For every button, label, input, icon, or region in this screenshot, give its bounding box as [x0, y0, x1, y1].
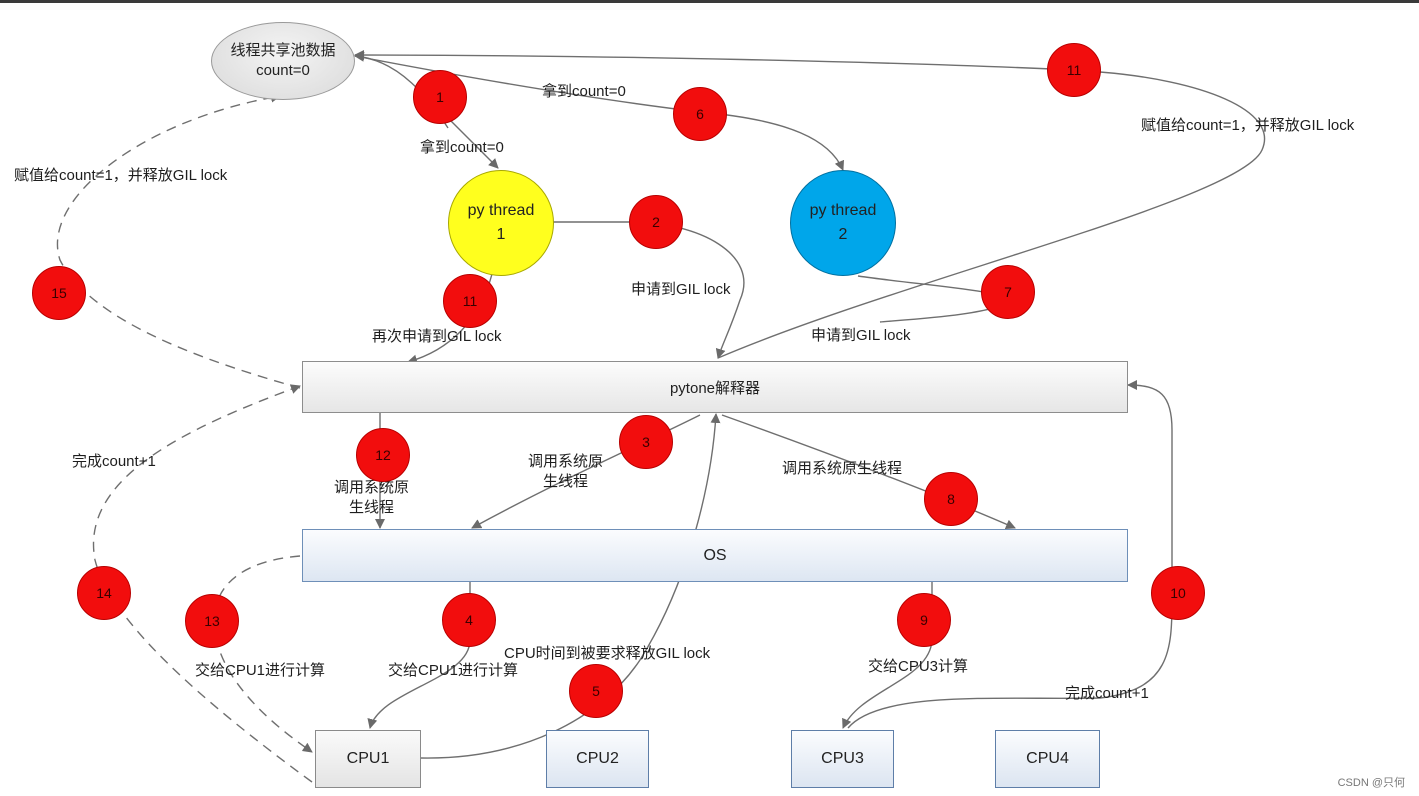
label-hand-cpu1-a: 交给CPU1进行计算	[195, 662, 326, 679]
connector-cpu3-interp	[847, 380, 1173, 729]
step-badge-11-top: 11	[1047, 43, 1101, 97]
step-badge-3: 3	[619, 415, 673, 469]
label-done-count-left: 完成count+1	[72, 453, 156, 470]
step-badge-14: 14	[77, 566, 131, 620]
label-call-native-right: 调用系统原生线程	[782, 460, 903, 477]
dashed-15-pool	[56, 92, 301, 389]
py-thread-2-node: py thread 2	[790, 170, 896, 276]
connector-interp-11	[717, 71, 1266, 359]
shared-pool-node: 线程共享池数据 count=0	[211, 22, 355, 100]
top-border	[0, 0, 1419, 3]
label-assign-release-right: 赋值给count=1，并释放GIL lock	[1141, 117, 1355, 134]
watermark: CSDN @只何	[1337, 777, 1405, 789]
step-badge-1: 1	[413, 70, 467, 124]
label-call-native-mid: 调用系统原 生线程	[528, 452, 603, 492]
step-badge-5: 5	[569, 664, 623, 718]
label-call-native-left: 调用系统原 生线程	[334, 478, 409, 518]
step-badge-12: 12	[356, 428, 410, 482]
interpreter-box: pytone解释器	[302, 361, 1128, 413]
step-badge-15: 15	[32, 266, 86, 320]
step-badge-10: 10	[1151, 566, 1205, 620]
label-assign-release-left: 赋值给count=1，并释放GIL lock	[14, 167, 228, 184]
step-badge-8: 8	[924, 472, 978, 526]
step-badge-6: 6	[673, 87, 727, 141]
py-thread-1-label: py thread	[467, 202, 535, 219]
cpu2-box: CPU2	[546, 730, 649, 788]
label-call-native-mid-line2: 生线程	[543, 473, 589, 490]
label-call-native-mid-line1: 调用系统原	[528, 453, 604, 470]
dashed-cpu1-interp	[92, 384, 313, 783]
label-hand-cpu3: 交给CPU3计算	[868, 658, 969, 675]
connector-interp-os-3	[471, 414, 701, 529]
label-get-count-2: 拿到count=0	[542, 83, 626, 100]
connector-cpu1-interp	[419, 413, 721, 759]
label-call-native-left-line2: 生线程	[349, 499, 395, 516]
step-badge-4: 4	[442, 593, 496, 647]
label-get-count-1: 拿到count=0	[420, 139, 504, 156]
py-thread-1-node: py thread 1	[448, 170, 554, 276]
label-hand-cpu1-b: 交给CPU1进行计算	[388, 662, 519, 679]
step-badge-2: 2	[629, 195, 683, 249]
connector-11-pool	[354, 50, 1076, 71]
label-reapply-gil: 再次申请到GIL lock	[372, 328, 502, 345]
shared-pool-count: count=0	[256, 62, 310, 79]
cpu4-box: CPU4	[995, 730, 1100, 788]
step-badge-11-thread: 11	[443, 274, 497, 328]
py-thread-2-number: 2	[838, 226, 848, 243]
label-call-native-left-line1: 调用系统原	[334, 479, 410, 496]
dashed-os-cpu1	[213, 555, 313, 753]
step-badge-9: 9	[897, 593, 951, 647]
os-box: OS	[302, 529, 1128, 582]
cpu3-box: CPU3	[791, 730, 894, 788]
py-thread-2-label: py thread	[809, 202, 877, 219]
step-badge-7: 7	[981, 265, 1035, 319]
label-cpu-time-release: CPU时间到被要求释放GIL lock	[504, 645, 711, 662]
py-thread-1-number: 1	[496, 226, 506, 243]
connector-interp-os-8	[721, 414, 1016, 529]
cpu1-box: CPU1	[315, 730, 421, 788]
step-badge-13: 13	[185, 594, 239, 648]
shared-pool-title: 线程共享池数据	[230, 42, 336, 59]
label-apply-gil-2: 申请到GIL lock	[811, 327, 911, 344]
label-done-count-right: 完成count+1	[1065, 685, 1149, 702]
label-apply-gil-1: 申请到GIL lock	[631, 281, 731, 298]
